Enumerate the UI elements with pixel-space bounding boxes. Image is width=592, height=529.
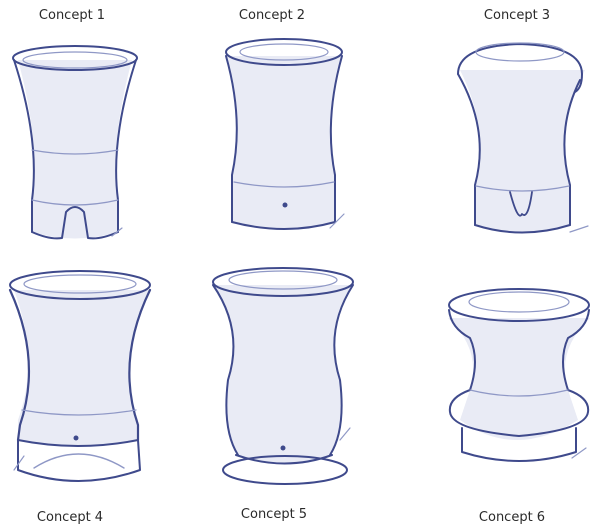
concept-2-sketch <box>226 39 344 230</box>
concept-1-sketch <box>13 46 137 239</box>
concept-4-sketch <box>10 271 150 481</box>
concept-5-sketch <box>213 268 353 484</box>
concept-6-sketch <box>448 289 590 461</box>
concept-3-sketch <box>458 43 588 233</box>
